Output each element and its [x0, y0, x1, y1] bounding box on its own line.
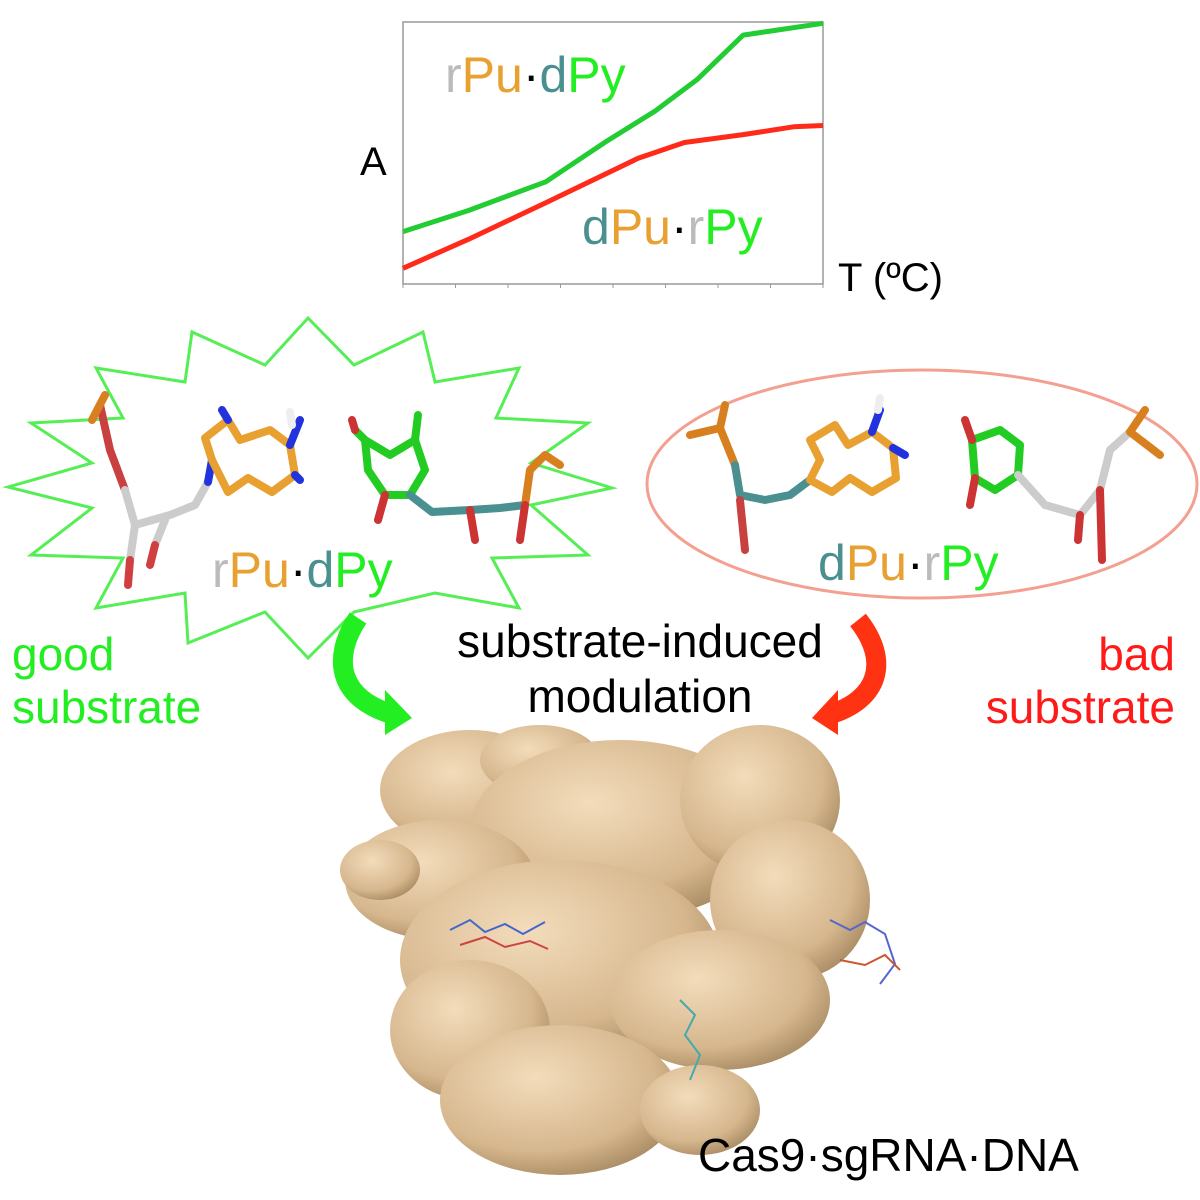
center-line2: modulation [527, 670, 753, 723]
y-axis-label: A [360, 140, 387, 184]
label-part: Py [334, 542, 393, 598]
bad-line1: bad [1098, 628, 1175, 680]
label-part: Pu [228, 542, 290, 598]
bad-pair-label: dPu·rPy [818, 538, 999, 588]
label-part: · [289, 542, 307, 598]
good-arrow [332, 612, 412, 735]
bad-substrate-label: bad substrate [986, 628, 1175, 734]
nucleic-acid-sticks [449, 918, 901, 1081]
label-part: r [212, 542, 229, 598]
label-part: Pu [609, 199, 671, 255]
complex-label: Cas9·sgRNA·DNA [698, 1129, 1079, 1181]
good-substrate-label: good substrate [12, 628, 201, 734]
starburst-good [2, 315, 618, 661]
good-line2: substrate [12, 680, 202, 733]
label-part: d [539, 47, 568, 103]
bad-arrow [812, 613, 887, 735]
good-line1: good [12, 628, 115, 680]
label-part: d [306, 542, 335, 598]
label-part: Py [567, 47, 626, 103]
rpu-dpy-molecule [88, 391, 564, 589]
ellipse-bad [645, 368, 1199, 600]
label-part: Pu [845, 535, 907, 591]
label-part: r [445, 47, 462, 103]
label-part: Pu [461, 47, 523, 103]
good-pair-label: rPu·dPy [212, 545, 393, 595]
center-line1: substrate-induced [457, 615, 823, 667]
dpu-rpy-molecule [686, 394, 1164, 564]
label-part: Py [704, 199, 763, 255]
label-part: d [582, 199, 610, 255]
label-part: d [818, 535, 846, 591]
bad-line2: substrate [985, 680, 1175, 733]
modulation-label: substrate-induced modulation [428, 614, 852, 724]
label-part: · [522, 47, 540, 103]
x-axis-label: T (ºC) [838, 256, 943, 300]
cas9-protein-surface [340, 725, 870, 1175]
label-part: · [906, 535, 924, 591]
label-part: · [670, 199, 688, 255]
label-part: Py [940, 535, 999, 591]
series-line-dpu-rpy [401, 122, 824, 271]
label-part: r [687, 199, 705, 255]
label-part: r [923, 535, 941, 591]
melting-curve-chart [401, 20, 824, 288]
chart-label-red: dPu·rPy [582, 202, 763, 252]
series-line-rpu-dpy [402, 20, 824, 234]
chart-label-green: rPu·dPy [445, 50, 626, 100]
